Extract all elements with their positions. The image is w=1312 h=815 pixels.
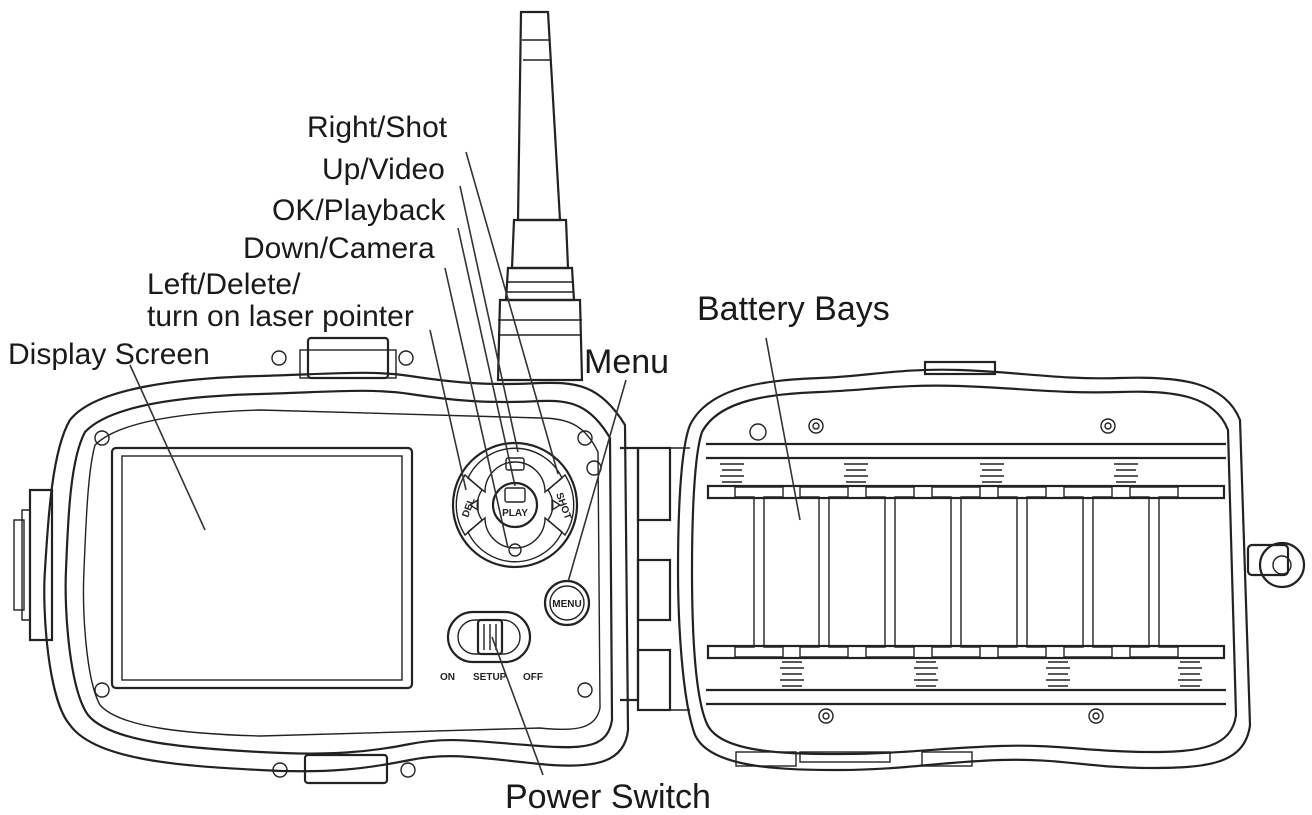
camera-front-housing	[13, 336, 640, 785]
label-ok-playback: OK/Playback	[272, 194, 446, 227]
battery-cell	[734, 486, 784, 658]
battery-cell	[799, 486, 849, 658]
leader-ok-playback	[457, 227, 516, 487]
battery-spring	[720, 457, 744, 483]
battery-spring	[914, 661, 938, 687]
label-left-delete-line1: Left/Delete/	[147, 268, 301, 301]
battery-spring	[780, 661, 804, 687]
label-display-screen: Display Screen	[8, 338, 210, 371]
battery-cell	[1063, 486, 1113, 658]
hinge	[636, 446, 690, 712]
antenna	[496, 10, 584, 382]
leader-power-switch	[491, 636, 544, 776]
leader-display-screen	[129, 364, 206, 531]
battery-spring	[1114, 457, 1138, 483]
label-menu: Menu	[584, 343, 669, 381]
label-right-shot: Right/Shot	[307, 111, 448, 144]
battery-spring	[1178, 661, 1202, 687]
switch-on-marking: ON	[440, 672, 455, 683]
label-battery-bays: Battery Bays	[697, 290, 890, 328]
battery-cell	[865, 486, 915, 658]
leader-left-delete	[429, 329, 467, 491]
switch-setup-marking: SETUP	[473, 672, 507, 683]
leader-up-video	[459, 185, 519, 453]
menu-button-marking: MENU	[552, 599, 581, 610]
shot-button-marking: SHOT	[553, 491, 573, 521]
battery-spring	[980, 457, 1004, 483]
label-up-video: Up/Video	[322, 153, 445, 186]
battery-spring	[844, 457, 868, 483]
menu-button: MENU	[543, 460, 602, 627]
label-left-delete-line2: turn on laser pointer	[147, 300, 414, 333]
leader-right-shot	[465, 151, 559, 475]
camera-back-housing	[676, 360, 1306, 772]
switch-off-marking: OFF	[523, 672, 543, 683]
battery-bays	[706, 442, 1226, 706]
battery-spring	[1046, 661, 1070, 687]
battery-cell	[997, 486, 1047, 658]
leader-lines	[129, 151, 801, 776]
display-screen	[110, 446, 414, 690]
leader-menu	[567, 379, 627, 583]
control-pad: PLAY DEL SHOT	[451, 441, 579, 569]
power-switch: ON SETUP OFF	[440, 610, 543, 683]
label-power-switch: Power Switch	[505, 778, 711, 815]
battery-cell	[1129, 486, 1179, 658]
label-down-camera: Down/Camera	[243, 232, 435, 265]
play-button-marking: PLAY	[502, 508, 528, 519]
battery-cell	[931, 486, 981, 658]
leader-battery-bays	[765, 337, 801, 521]
leader-down-camera	[444, 267, 509, 549]
